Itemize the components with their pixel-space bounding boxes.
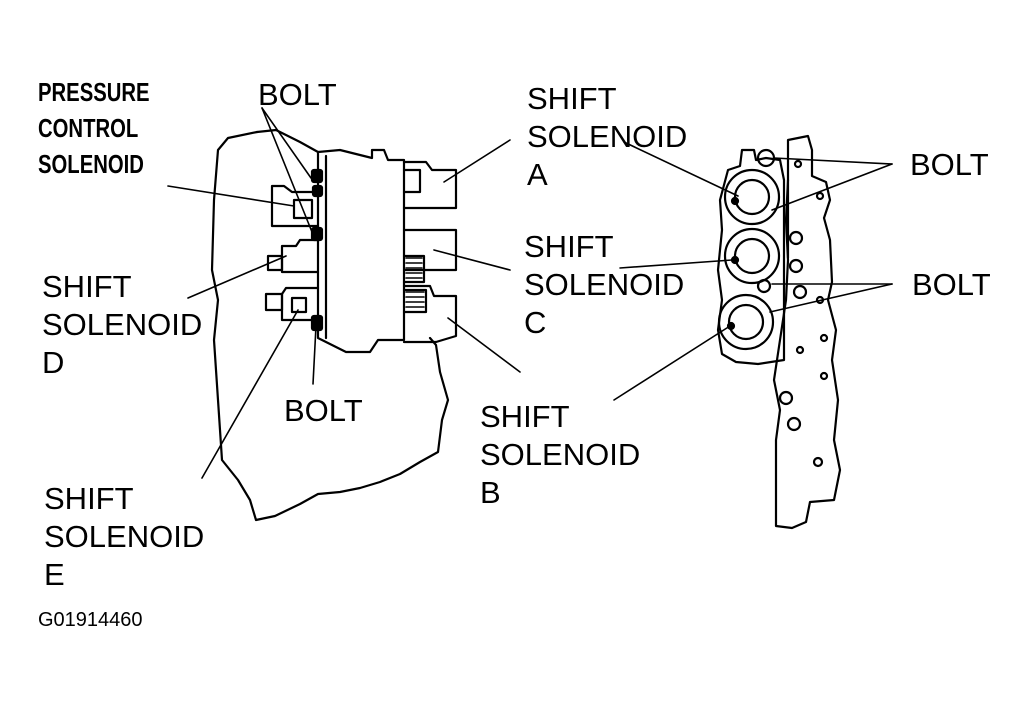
label-line: SOLENOID: [527, 119, 688, 154]
bolt-head: [310, 314, 324, 332]
leader-right-bolt-top-1: [773, 157, 893, 165]
plate-hole: [788, 230, 804, 246]
leader-shift-d: [187, 255, 287, 299]
bolt-label-right-top: BOLT: [910, 147, 989, 182]
solenoid-c-connector: [402, 254, 426, 284]
leader-right-bolt-top-2: [771, 163, 893, 211]
leader-right-shift-b: [613, 325, 731, 401]
leader-shift-e: [201, 309, 299, 479]
label-line: SOLENOID: [38, 149, 144, 179]
bolt-label-top-left: BOLT: [258, 77, 337, 112]
label-line: SHIFT: [524, 229, 614, 264]
figure-code: G01914460: [38, 609, 143, 631]
plate-hole: [815, 191, 825, 201]
pressure-control-solenoid-label: PRESSURE CONTROL SOLENOID: [38, 74, 150, 182]
bolt-label-mid-left: BOLT: [284, 393, 363, 428]
right-valve-body-plate: [772, 134, 842, 530]
round-solenoid-c: [723, 227, 781, 285]
transmission-case-outline: [210, 130, 450, 522]
leader-lines: [167, 107, 893, 479]
left-bolts: [310, 168, 324, 332]
round-solenoid-b: [717, 293, 775, 351]
coil-stripes: [405, 257, 425, 308]
shift-solenoid-d-body: [280, 238, 320, 274]
plate-hole: [786, 416, 802, 432]
leader-right-shift-c: [619, 259, 733, 269]
plate-holes: [778, 159, 829, 468]
leader-bolt-top-1: [261, 107, 312, 179]
shift-solenoid-a-label: SHIFT SOLENOID A: [527, 80, 687, 194]
leader-pressure-control: [167, 185, 295, 207]
plate-hole: [795, 345, 805, 355]
plate-hole: [778, 390, 794, 406]
label-line: PRESSURE: [38, 77, 150, 107]
label-line: SOLENOID: [44, 519, 205, 554]
label-line: SHIFT: [42, 269, 132, 304]
plate-hole: [793, 159, 803, 169]
plate-hole: [788, 258, 804, 274]
shift-solenoid-e-label: SHIFT SOLENOID E: [44, 480, 204, 594]
round-solenoid-a: [723, 168, 781, 226]
right-valve-body-assembly: [716, 134, 842, 530]
solenoid-carrier: [716, 148, 786, 366]
bolt-head: [311, 184, 324, 198]
solenoid-plate: [316, 148, 406, 354]
plate-hole: [819, 371, 829, 381]
label-line: D: [42, 345, 65, 380]
label-line: SHIFT: [480, 399, 570, 434]
solenoid-b-block: [402, 284, 458, 344]
shift-solenoid-e-window: [290, 296, 308, 314]
case-top-edge: [255, 128, 320, 154]
label-line: SOLENOID: [524, 267, 685, 302]
solenoid-b-connector: [402, 288, 428, 314]
leader-bolt-top-2: [261, 107, 313, 233]
leader-shift-b: [447, 317, 521, 373]
plate-hole: [812, 456, 824, 468]
shift-solenoid-e-tip: [264, 292, 284, 312]
label-line: B: [480, 475, 501, 510]
bolt-head: [310, 226, 324, 242]
shift-solenoid-b-label: SHIFT SOLENOID B: [480, 398, 640, 512]
leader-shift-c: [433, 249, 511, 271]
label-line: SHIFT: [44, 481, 134, 516]
plate-hole: [792, 284, 808, 300]
label-line: E: [44, 557, 65, 592]
label-line: CONTROL: [38, 113, 139, 143]
left-valve-body-assembly: [210, 128, 458, 522]
label-line: SHIFT: [527, 81, 617, 116]
shift-solenoid-c-label: SHIFT SOLENOID C: [524, 228, 684, 342]
solenoid-a-connector: [402, 168, 422, 194]
plate-hole: [819, 333, 829, 343]
pressure-control-solenoid-tip: [292, 198, 314, 220]
label-line: SOLENOID: [480, 437, 641, 472]
bolt-label-right-mid: BOLT: [912, 267, 991, 302]
bolt-head: [310, 168, 324, 184]
label-line: A: [527, 157, 548, 192]
shift-solenoid-d-label: SHIFT SOLENOID D: [42, 268, 202, 382]
solenoid-a-block: [402, 160, 458, 210]
solenoid-c-block: [402, 228, 458, 272]
leader-bolt-mid: [312, 325, 317, 385]
leader-right-bolt-mid-2: [769, 283, 893, 313]
label-line: C: [524, 305, 547, 340]
leader-right-shift-a: [623, 141, 739, 197]
leader-shift-a: [443, 139, 511, 183]
label-line: SOLENOID: [42, 307, 203, 342]
